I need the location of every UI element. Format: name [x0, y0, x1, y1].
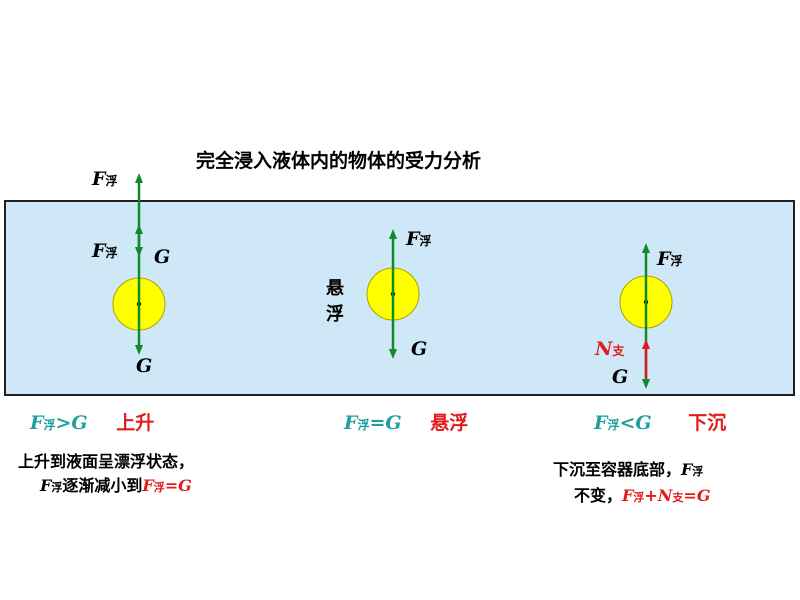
right-condition: F浮<G 下沉: [594, 412, 727, 434]
right-buoyancy-label: F浮: [657, 248, 683, 270]
left-buoyancy-label: F浮: [92, 240, 118, 262]
left-ball-group: [112, 173, 166, 355]
diagram-title: 完全浸入液体内的物体的受力分析: [196, 150, 482, 172]
right-support-label: N支: [595, 338, 625, 360]
middle-buoyancy-label: F浮: [406, 228, 432, 250]
middle-gravity-label: G: [411, 338, 428, 360]
left-buoyancy-label-top: F浮: [92, 168, 118, 190]
left-gravity-label: G: [136, 355, 153, 377]
left-condition: F浮>G 上升: [30, 412, 155, 434]
right-gravity-label: G: [612, 366, 629, 388]
left-gravity-label-top: G: [154, 246, 171, 268]
middle-ball-group: [366, 229, 420, 359]
middle-condition: F浮=G 悬浮: [344, 412, 469, 434]
left-description: 上升到液面呈漂浮状态， F浮逐渐减小到F浮=G: [18, 452, 195, 495]
right-description: 下沉至容器底部，F浮 不变，F浮+N支=G: [553, 460, 711, 505]
middle-side-label: 悬 浮: [326, 278, 344, 325]
right-ball-group: [619, 243, 673, 389]
